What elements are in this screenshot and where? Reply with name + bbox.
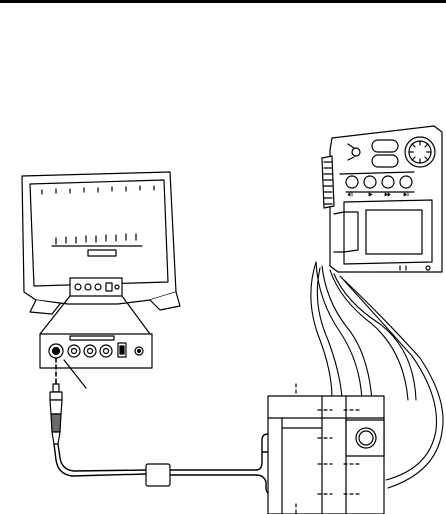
top-button-1	[371, 139, 399, 153]
tv-jack-4	[105, 282, 113, 292]
plug-tip	[52, 383, 60, 393]
tv-foot-right	[149, 291, 181, 311]
input-terminal-panel-zoom	[39, 333, 153, 389]
tv-foot-left	[29, 299, 61, 315]
forward-button	[381, 175, 395, 189]
plug-grip	[50, 413, 62, 433]
vent-marks-middle	[51, 233, 143, 247]
lcd-screen	[365, 209, 423, 255]
audio-jack-1	[67, 344, 81, 358]
lens-grip	[321, 155, 335, 209]
lcd-hinge	[343, 211, 359, 253]
av-cable	[49, 357, 283, 495]
jack-leader-line	[63, 359, 87, 389]
tv-jack-2	[84, 283, 92, 291]
power-indicator	[351, 147, 361, 157]
play-button	[363, 175, 377, 189]
digital-camcorder	[321, 125, 443, 273]
ferrite-core	[145, 463, 171, 487]
tv-jack-5	[114, 284, 120, 290]
rewind-button	[345, 175, 359, 189]
s-video-jack	[117, 342, 127, 358]
tv-label-plate	[87, 249, 117, 257]
tripod-hole	[425, 265, 431, 271]
camcorder-cable-holder	[267, 383, 385, 514]
zoom-callout-lines	[39, 295, 151, 335]
dc-jack	[134, 346, 144, 356]
tv-jack-1	[74, 283, 82, 291]
tv-monitor	[21, 171, 181, 315]
audio-jack-3	[99, 344, 113, 358]
vent-marks-top	[41, 185, 155, 195]
pause-button	[399, 175, 413, 189]
camcorder-cables	[310, 261, 444, 489]
tv-terminal-panel	[69, 277, 123, 297]
audio-jack-2	[83, 344, 97, 358]
top-rule	[0, 0, 446, 3]
tv-jack-3	[94, 283, 102, 291]
top-button-2	[371, 154, 399, 168]
